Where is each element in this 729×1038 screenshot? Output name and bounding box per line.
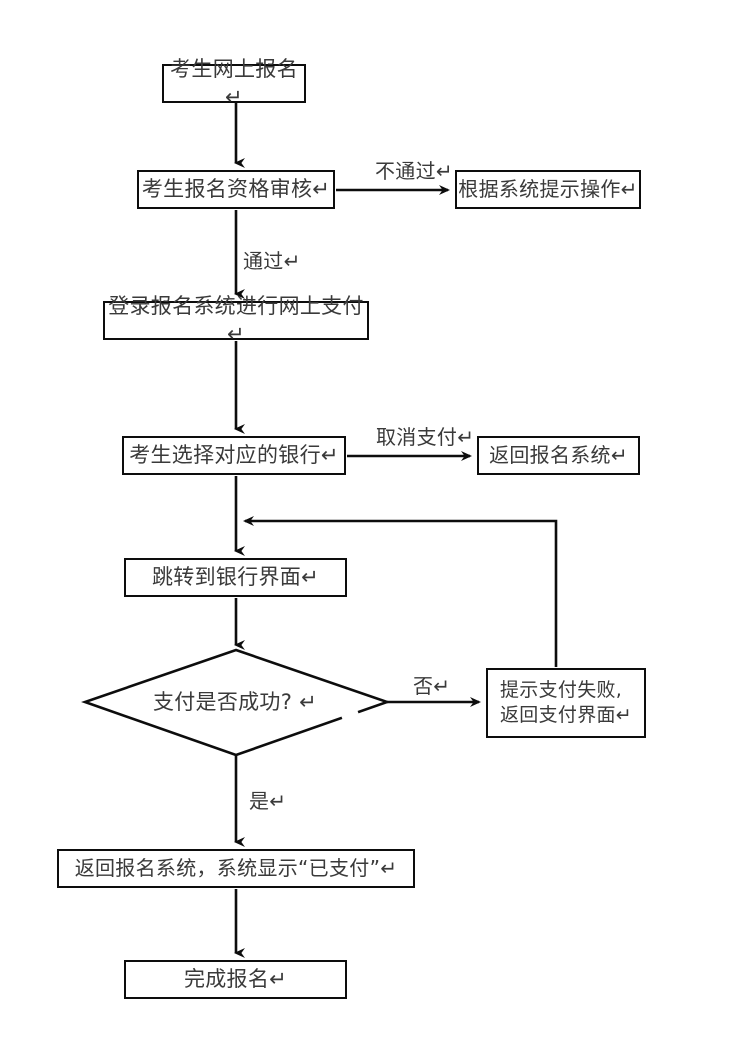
node-registration-complete[interactable]: 完成报名↵ [124,960,347,999]
node-payment-failed-notice[interactable]: 提示支付失败, 返回支付界面↵ [486,668,646,738]
edge-label-not-passed: 不通过↵ [375,155,453,184]
node-return-show-paid-label: 返回报名系统，系统显示“已支付”↵ [74,856,398,881]
decision-diamond-nick [341,710,359,720]
edge-label-passed-text: 通过↵ [243,249,301,273]
node-online-registration-label: 考生网上报名↵ [170,56,298,109]
node-return-show-paid[interactable]: 返回报名系统，系统显示“已支付”↵ [57,849,415,888]
edge-label-yes-text: 是↵ [249,789,287,813]
edge-label-passed: 通过↵ [243,245,301,274]
node-return-registration-system-label: 返回报名系统↵ [489,443,628,468]
node-decision-payment-success-label: 支付是否成功? ↵ [152,689,318,714]
node-login-online-payment[interactable]: 登录报名系统进行网上支付↵ [103,294,369,346]
node-qualification-review[interactable]: 考生报名资格审核↵ [137,170,335,209]
edge-label-cancel-payment: 取消支付↵ [376,421,474,450]
node-follow-system-prompt[interactable]: 根据系统提示操作↵ [455,170,641,209]
edge-label-cancel-payment-text: 取消支付↵ [376,425,475,449]
node-qualification-review-label: 考生报名资格审核↵ [141,176,331,201]
node-redirect-to-bank-label: 跳转到银行界面↵ [152,564,319,589]
node-redirect-to-bank[interactable]: 跳转到银行界面↵ [124,558,347,597]
node-payment-failed-notice-label: 提示支付失败, 返回支付界面↵ [500,678,633,726]
edge-label-no-text: 否↵ [413,674,451,698]
node-login-online-payment-label: 登录报名系统进行网上支付↵ [108,293,364,346]
node-decision-payment-success[interactable]: 支付是否成功? ↵ [83,650,387,755]
edge-label-yes: 是↵ [249,785,286,814]
node-return-registration-system[interactable]: 返回报名系统↵ [477,436,640,475]
node-follow-system-prompt-label: 根据系统提示操作↵ [458,177,638,202]
edge-label-no: 否↵ [413,670,450,699]
node-select-bank-label: 考生选择对应的银行↵ [129,442,339,467]
node-online-registration[interactable]: 考生网上报名↵ [162,57,306,109]
node-registration-complete-label: 完成报名↵ [183,966,288,991]
edge-label-not-passed-text: 不通过↵ [375,159,453,183]
node-select-bank[interactable]: 考生选择对应的银行↵ [122,436,346,475]
connector-failure-loopback-to-redirect [243,516,558,667]
